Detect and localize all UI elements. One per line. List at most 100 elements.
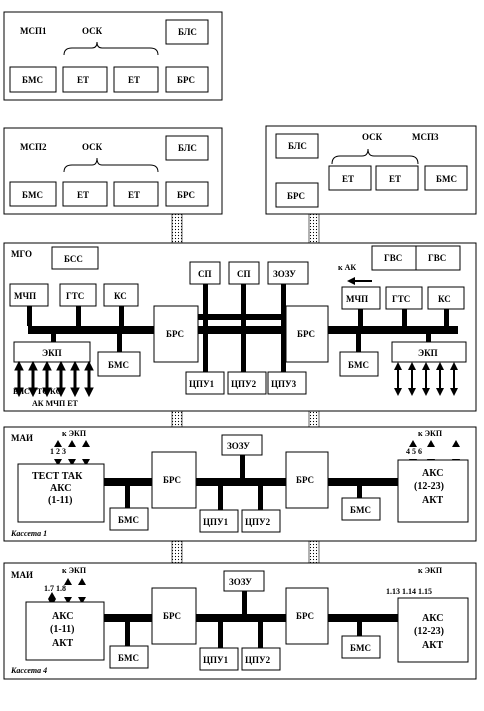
m2-brs-block <box>165 181 209 207</box>
mgo-bss-block <box>51 246 99 270</box>
mgo-right-ekp-link <box>426 334 431 342</box>
mgo-cpu2-block <box>227 371 267 395</box>
mai1-to-ekp-right: к ЭКП <box>418 429 443 438</box>
mai4-cpu2-label: ЦПУ2 <box>245 655 271 665</box>
mgo-brs1-block <box>153 305 199 363</box>
mgo-gvs2-label: ГВС <box>428 253 446 263</box>
m2-brs-label: БРС <box>177 190 195 200</box>
mai1-akl-line1: ТЕСТ ТАК <box>32 471 83 482</box>
m3-brs-block <box>275 182 319 208</box>
mai1-bms2-link <box>357 486 362 498</box>
mgo-right-bms-label: БМС <box>348 360 369 370</box>
mai4-to-ekp-left: к ЭКП <box>62 566 87 575</box>
mai4-ozu-link <box>242 591 247 614</box>
m1-et1-label: ЕТ <box>77 75 89 85</box>
m2-osk-brace <box>63 157 159 173</box>
mgo-right-ks-label: КС <box>438 294 451 304</box>
mai4-brs1-block <box>151 587 197 645</box>
mgo-right-gts-link <box>402 309 407 326</box>
mai4-ozu-label: ЗОЗУ <box>229 577 252 587</box>
mai4-to-ekp-right: к ЭКП <box>418 566 443 575</box>
mai4-bms2-label: БМС <box>350 643 371 653</box>
mgo-ozu-link <box>281 284 286 336</box>
mai1-title: МАИ <box>11 433 33 443</box>
m3-osk-label: ОСК <box>362 132 383 142</box>
m2-et1-label: ЕТ <box>77 190 89 200</box>
mgo-gvs1-label: ГВС <box>384 253 402 263</box>
m3-brs-label: БРС <box>287 191 305 201</box>
mgo-right-ks-link <box>444 309 449 326</box>
m3-et1-label: ЕТ <box>342 174 354 184</box>
mai1-cpu2-link <box>258 486 263 510</box>
mai4-akl-line2: (1-11) <box>50 624 74 635</box>
mai4-bms1-block <box>109 645 149 669</box>
mai4-title: МАИ <box>11 570 33 580</box>
m1-bls-block <box>165 19 209 45</box>
m2-bms-label: БМС <box>22 190 43 200</box>
mgo-cpu1-block <box>185 371 225 395</box>
mai4-bms2-block <box>341 635 381 659</box>
mai1-brs2-block <box>285 451 329 509</box>
mgo-right-bms-link <box>356 334 361 352</box>
mgo-right-mchp-label: МЧП <box>346 294 368 304</box>
m2-et2-label: ЕТ <box>128 190 140 200</box>
mai1-cpu1-block <box>199 509 239 533</box>
mgo-left-bms-label: БМС <box>108 360 129 370</box>
mgo-cpu3-link <box>281 334 286 372</box>
mgo-sp1-link <box>203 284 208 336</box>
mgo-cpu3-label: ЦПУ3 <box>271 379 297 389</box>
mai4-akl-line1: АКС <box>52 611 73 622</box>
mai1-bms2-label: БМС <box>350 505 371 515</box>
mgo-title: МГО <box>11 249 32 259</box>
mai1-left-arrows <box>54 440 90 466</box>
mai1-cassette: Кассета 1 <box>10 529 47 538</box>
mgo-sp1-label: СП <box>198 269 212 279</box>
m3-bls-block <box>275 133 319 159</box>
mgo-to-ak-label: к АК <box>338 263 356 272</box>
mai1-bus <box>104 478 400 486</box>
mai1-cpu2-block <box>241 509 281 533</box>
m3-bls-label: БЛС <box>288 141 307 151</box>
mai1-cpu1-link <box>218 486 223 510</box>
mai4-bms1-link <box>125 622 130 646</box>
mai4-nums-left: 1.7 1.8 <box>44 584 66 593</box>
mai4-cpu1-block <box>199 647 239 671</box>
mai1-akl-block <box>17 463 105 523</box>
mgo-left-mchp-link <box>27 306 32 326</box>
mai1-bms1-label: БМС <box>118 515 139 525</box>
mgo-left-ekp-label: ЭКП <box>42 348 62 358</box>
m3-bms-block <box>424 165 468 191</box>
mai4-akr-line1: АКС <box>422 613 443 624</box>
mgo-bss-label: БСС <box>64 254 83 264</box>
mgo-left-ks-label: КС <box>114 291 127 301</box>
mai1-brs1-label: БРС <box>163 475 181 485</box>
mai1-brs1-block <box>151 451 197 509</box>
mgo-left-gts-link <box>76 306 81 326</box>
mai4-akr-block <box>397 597 469 663</box>
mgo-brs2-block <box>285 305 329 363</box>
mgo-right-mchp-link <box>358 309 363 326</box>
m3-osk-brace <box>331 148 419 165</box>
mgo-ozu-block <box>267 261 309 285</box>
mai1-bms1-link <box>125 486 130 508</box>
mai1-brs2-label: БРС <box>296 475 314 485</box>
mgo-cpu1-link <box>203 334 208 372</box>
m1-brs-block <box>165 66 209 93</box>
mgo-gvs2-block <box>415 245 461 271</box>
mai4-akl-line3: АКТ <box>52 638 73 649</box>
m1-bls-label: БЛС <box>178 27 197 37</box>
mai1-nums-left: 1 2 3 <box>50 447 66 456</box>
mgo-brs1-label: БРС <box>166 329 184 339</box>
mai1-bms2-block <box>341 497 381 521</box>
m1-osk-brace <box>63 41 159 56</box>
m3-et1-block <box>328 165 372 191</box>
m1-osk-label: ОСК <box>82 26 103 36</box>
m3-bms-label: БМС <box>436 174 457 184</box>
mgo-sp2-link <box>241 284 246 336</box>
mgo-ozu-label: ЗОЗУ <box>273 269 296 279</box>
mai4-cpu2-link <box>258 622 263 648</box>
mgo-left-io-arrows <box>14 360 94 398</box>
mai1-akl-line2: АКС <box>50 483 71 494</box>
mgo-to-ak-arrow <box>347 277 372 285</box>
mai4-akr-line3: АКТ <box>422 640 443 651</box>
